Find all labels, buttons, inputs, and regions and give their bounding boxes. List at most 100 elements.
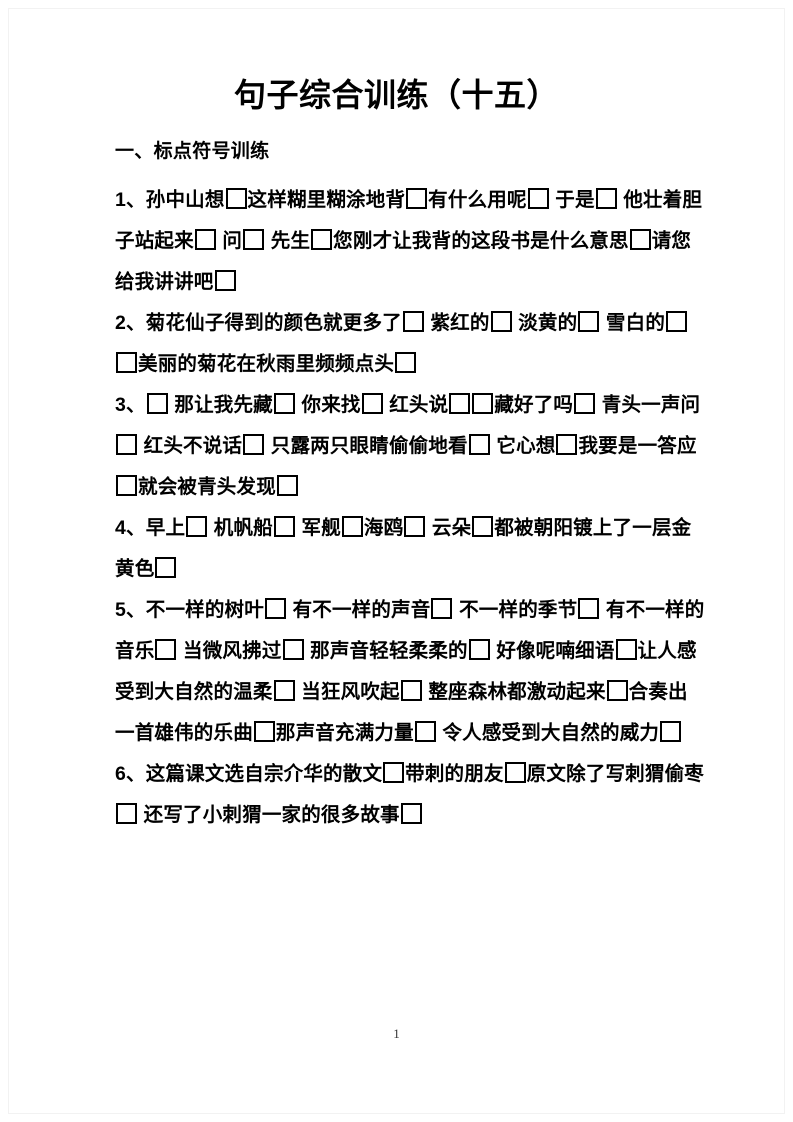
exercise-text: 整座森林都激动起来 bbox=[422, 681, 606, 703]
exercise-text: 3、 bbox=[115, 394, 146, 416]
punctuation-answer-box[interactable] bbox=[578, 598, 600, 619]
exercise-item: 4、早上 机帆船 军舰海鸥 云朵都被朝阳镀上了一层金黄色 bbox=[115, 508, 707, 590]
exercise-text: 问 bbox=[216, 230, 243, 252]
exercise-text: 淡黄的 bbox=[512, 312, 578, 334]
exercise-list: 1、孙中山想这样糊里糊涂地背有什么用呢 于是 他壮着胆子站起来 问 先生您刚才让… bbox=[115, 180, 715, 836]
punctuation-answer-box[interactable] bbox=[395, 352, 417, 373]
exercise-text: 紫红的 bbox=[424, 312, 490, 334]
punctuation-answer-box[interactable] bbox=[276, 475, 298, 496]
punctuation-answer-box[interactable] bbox=[146, 393, 168, 414]
punctuation-answer-box[interactable] bbox=[282, 639, 304, 660]
exercise-text: 雪白的 bbox=[600, 312, 666, 334]
exercise-text: 4、早上 bbox=[115, 517, 186, 539]
exercise-text: 那声音充满力量 bbox=[275, 722, 414, 744]
punctuation-answer-box[interactable] bbox=[155, 557, 177, 578]
punctuation-answer-box[interactable] bbox=[595, 188, 617, 209]
punctuation-answer-box[interactable] bbox=[406, 188, 428, 209]
punctuation-answer-box[interactable] bbox=[273, 680, 295, 701]
exercise-text: 美丽的菊花在秋雨里频频点头 bbox=[138, 353, 395, 375]
exercise-text: 先生 bbox=[265, 230, 311, 252]
punctuation-answer-box[interactable] bbox=[578, 311, 600, 332]
exercise-text: 2、菊花仙子得到的颜色就更多了 bbox=[115, 312, 402, 334]
exercise-text: 海鸥 bbox=[363, 517, 404, 539]
exercise-text: 好像呢喃细语 bbox=[490, 640, 615, 662]
punctuation-answer-box[interactable] bbox=[414, 721, 436, 742]
exercise-item: 6、这篇课文选自宗介华的散文带刺的朋友原文除了写刺猬偷枣 还写了小刺猬一家的很多… bbox=[115, 754, 707, 836]
punctuation-answer-box[interactable] bbox=[116, 352, 137, 373]
punctuation-answer-box[interactable] bbox=[556, 434, 578, 455]
section-heading-punctuation: 一、标点符号训练 bbox=[115, 141, 270, 162]
punctuation-answer-box[interactable] bbox=[527, 188, 549, 209]
punctuation-answer-box[interactable] bbox=[490, 311, 512, 332]
punctuation-answer-box[interactable] bbox=[404, 516, 426, 537]
exercise-text: 这样糊里糊涂地背 bbox=[247, 189, 406, 211]
exercise-text: 于是 bbox=[549, 189, 595, 211]
exercise-text: 他壮着胆子站起来 bbox=[115, 189, 703, 252]
punctuation-answer-box[interactable] bbox=[402, 311, 424, 332]
exercise-text: 合奏出一首雄伟的乐曲 bbox=[115, 681, 688, 744]
punctuation-answer-box[interactable] bbox=[383, 762, 405, 783]
exercise-text: 还写了小刺猬一家的很多故事 bbox=[138, 804, 400, 826]
punctuation-answer-box[interactable] bbox=[243, 229, 265, 250]
punctuation-answer-box[interactable] bbox=[574, 393, 596, 414]
punctuation-answer-box[interactable] bbox=[615, 639, 637, 660]
page-content: 句子综合训练（十五） 一、标点符号训练 1、孙中山想这样糊里糊涂地背有什么用呢 … bbox=[115, 0, 715, 836]
punctuation-answer-box[interactable] bbox=[116, 434, 137, 455]
punctuation-answer-box[interactable] bbox=[361, 393, 383, 414]
exercise-text: 不一样的季节 bbox=[453, 599, 578, 621]
punctuation-answer-box[interactable] bbox=[400, 803, 422, 824]
exercise-text: 当狂风吹起 bbox=[295, 681, 400, 703]
exercise-text: 6、这篇课文选自宗介华的散文 bbox=[115, 763, 383, 785]
punctuation-answer-box[interactable] bbox=[660, 721, 682, 742]
exercise-text: 云朵 bbox=[426, 517, 472, 539]
page-title: 句子综合训练（十五） bbox=[233, 77, 559, 113]
exercise-text: 我要是一答应 bbox=[578, 435, 697, 457]
exercise-item: 2、菊花仙子得到的颜色就更多了 紫红的 淡黄的 雪白的美丽的菊花在秋雨里频频点头 bbox=[115, 303, 707, 385]
punctuation-answer-box[interactable] bbox=[186, 516, 208, 537]
exercise-text: 青头一声问 bbox=[596, 394, 701, 416]
exercise-text: 带刺的朋友 bbox=[405, 763, 504, 785]
exercise-text: 军舰 bbox=[295, 517, 341, 539]
exercise-text: 您刚才让我背的这段书是什么意思 bbox=[333, 230, 629, 252]
punctuation-answer-box[interactable] bbox=[504, 762, 526, 783]
punctuation-answer-box[interactable] bbox=[629, 229, 651, 250]
punctuation-answer-box[interactable] bbox=[400, 680, 422, 701]
exercise-text: 有不一样的声音 bbox=[286, 599, 431, 621]
exercise-text: 请您给我讲讲吧 bbox=[115, 230, 692, 293]
punctuation-answer-box[interactable] bbox=[155, 639, 177, 660]
exercise-text: 你来找 bbox=[295, 394, 361, 416]
exercise-text: 令人感受到大自然的威力 bbox=[436, 722, 660, 744]
exercise-item: 5、不一样的树叶 有不一样的声音 不一样的季节 有不一样的音乐 当微风拂过 那声… bbox=[115, 590, 707, 754]
punctuation-answer-box[interactable] bbox=[472, 393, 494, 414]
exercise-text: 就会被青头发现 bbox=[138, 476, 276, 498]
exercise-text: 有什么用呢 bbox=[428, 189, 527, 211]
punctuation-answer-box[interactable] bbox=[225, 188, 247, 209]
punctuation-answer-box[interactable] bbox=[116, 803, 137, 824]
punctuation-answer-box[interactable] bbox=[311, 229, 333, 250]
exercise-text: 那让我先藏 bbox=[168, 394, 273, 416]
punctuation-answer-box[interactable] bbox=[116, 475, 137, 496]
punctuation-answer-box[interactable] bbox=[431, 598, 453, 619]
punctuation-answer-box[interactable] bbox=[468, 434, 490, 455]
exercise-text: 红头说 bbox=[383, 394, 449, 416]
punctuation-answer-box[interactable] bbox=[253, 721, 275, 742]
exercise-item: 1、孙中山想这样糊里糊涂地背有什么用呢 于是 他壮着胆子站起来 问 先生您刚才让… bbox=[115, 180, 707, 303]
exercise-text: 1、孙中山想 bbox=[115, 189, 225, 211]
punctuation-answer-box[interactable] bbox=[273, 516, 295, 537]
exercise-text: 原文除了写刺猬偷枣 bbox=[526, 763, 704, 785]
exercise-text: 5、不一样的树叶 bbox=[115, 599, 264, 621]
punctuation-answer-box[interactable] bbox=[449, 393, 471, 414]
punctuation-answer-box[interactable] bbox=[468, 639, 490, 660]
punctuation-answer-box[interactable] bbox=[194, 229, 216, 250]
punctuation-answer-box[interactable] bbox=[243, 434, 265, 455]
punctuation-answer-box[interactable] bbox=[666, 311, 688, 332]
punctuation-answer-box[interactable] bbox=[606, 680, 628, 701]
exercise-text: 让人感受到大自然的温柔 bbox=[115, 640, 697, 703]
punctuation-answer-box[interactable] bbox=[214, 270, 236, 291]
punctuation-answer-box[interactable] bbox=[264, 598, 286, 619]
punctuation-answer-box[interactable] bbox=[273, 393, 295, 414]
exercise-text: 红头不说话 bbox=[138, 435, 243, 457]
punctuation-answer-box[interactable] bbox=[472, 516, 494, 537]
punctuation-answer-box[interactable] bbox=[341, 516, 363, 537]
